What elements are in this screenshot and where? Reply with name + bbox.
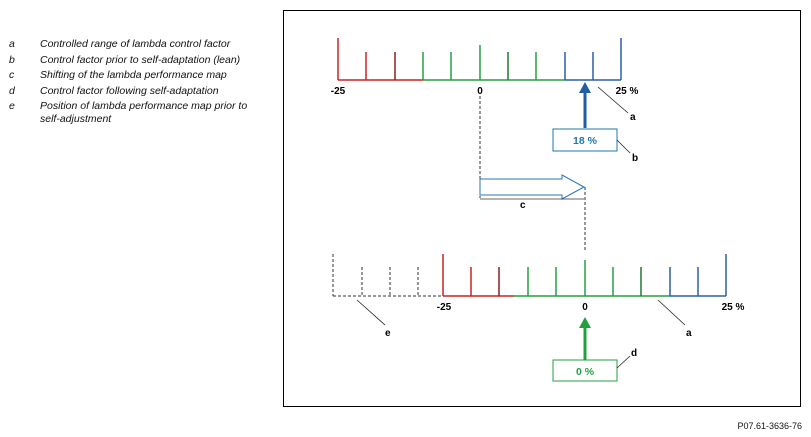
callout-b-line [616, 139, 631, 154]
callout-c: c [520, 200, 526, 211]
legend-text: Controlled range of lambda control facto… [40, 38, 231, 50]
value-after-box [552, 359, 618, 382]
callout-d: d [631, 348, 637, 359]
top-scale: -25 0 25 % [331, 38, 639, 97]
legend-key: d [9, 84, 15, 97]
shift-arrow [479, 174, 586, 200]
callout-b: b [632, 153, 638, 164]
diagram-frame [283, 10, 801, 407]
legend-text: Position of lambda performance map prior… [40, 100, 248, 125]
legend-item-a: a Controlled range of lambda control fac… [9, 38, 259, 51]
legend-item-e: e Position of lambda performance map pri… [9, 100, 259, 125]
value-after: 0 % [576, 366, 595, 378]
callout-a-top: a [630, 112, 636, 123]
value-before: 18 % [573, 135, 598, 147]
legend-key: b [9, 53, 15, 66]
legend-key: e [9, 100, 15, 112]
bottom-scale: -25 0 25 % [332, 254, 745, 313]
legend-text: Control factor prior to self-adaptation … [40, 53, 241, 66]
bottom-label-max: 25 % [722, 302, 745, 313]
legend-key: a [9, 38, 15, 50]
callout-a-top-line [597, 86, 629, 114]
top-label-min: -25 [331, 86, 346, 97]
legend-key: c [9, 69, 15, 81]
legend: a Controlled range of lambda control fac… [9, 38, 259, 128]
legend-text: Shifting of the lambda performance map [40, 69, 227, 81]
arrow-before-head [579, 82, 591, 93]
callout-e-line [356, 299, 386, 326]
bottom-label-min: -25 [437, 302, 452, 313]
bottom-label-mid: 0 [582, 302, 588, 313]
legend-text: Control factor following self-adaptation [40, 84, 219, 97]
top-label-mid: 0 [477, 86, 483, 97]
callout-d-line [616, 355, 631, 369]
callout-a-bottom-line [657, 299, 686, 326]
callout-a-bottom: a [686, 328, 692, 339]
legend-item-c: c Shifting of the lambda performance map [9, 69, 259, 82]
legend-item-b: b Control factor prior to self-adaptatio… [9, 54, 259, 67]
arrow-after-head [579, 317, 591, 328]
top-label-max: 25 % [616, 86, 639, 97]
legend-item-d: d Control factor following self-adaptati… [9, 85, 259, 98]
figure-reference: P07.61-3636-76 [737, 421, 802, 431]
callout-e: e [385, 328, 391, 339]
